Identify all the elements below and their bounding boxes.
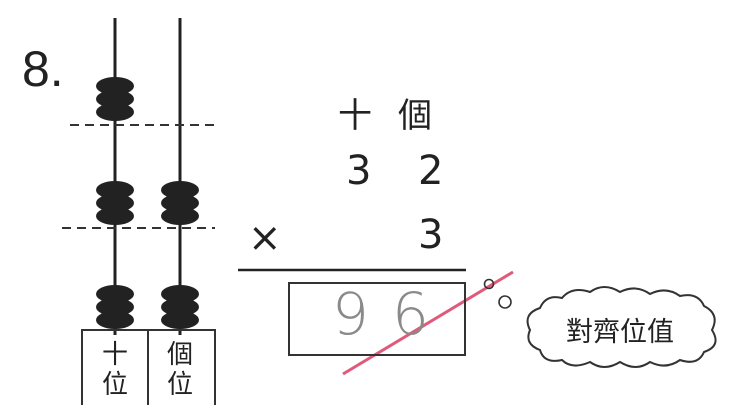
multiply-operator: × xyxy=(248,215,282,261)
abacus-bead xyxy=(96,194,134,212)
ones-beads xyxy=(161,181,199,329)
ones-column-header: 個 xyxy=(398,96,432,136)
abacus-bead xyxy=(161,194,199,212)
tens-label-char-1: 十 xyxy=(101,340,128,370)
tens-label-char-2: 位 xyxy=(101,370,128,400)
abacus-bead xyxy=(161,285,199,303)
ones-place-label: 個 位 xyxy=(150,340,210,400)
bubble-dot-small xyxy=(483,278,495,290)
answer-box xyxy=(288,282,466,356)
abacus-bead xyxy=(96,181,134,199)
multiplicand-ones-digit: 2 xyxy=(418,148,444,194)
abacus-bead xyxy=(96,103,134,121)
tens-column-header: 十 xyxy=(338,96,372,136)
abacus-bead xyxy=(96,77,134,95)
correction-slash xyxy=(342,270,514,376)
abacus-bead xyxy=(161,298,199,316)
multiplicand-tens-digit: 3 xyxy=(346,148,372,194)
question-number: 8. xyxy=(22,41,64,97)
bubble-dot-large xyxy=(498,295,512,309)
multiplier-digit: 3 xyxy=(418,212,444,258)
abacus-bead xyxy=(96,298,134,316)
abacus-bead xyxy=(161,311,199,329)
thought-bubble xyxy=(526,286,717,368)
answer-tens-digit: 9 xyxy=(332,280,369,348)
answer-ones-digit: 6 xyxy=(392,280,429,348)
ones-label-char-2: 位 xyxy=(166,370,193,400)
abacus-bead xyxy=(96,311,134,329)
ones-label-char-1: 個 xyxy=(166,340,193,370)
feedback-bubble-text: 對齊位值 xyxy=(566,317,674,348)
abacus-bead xyxy=(96,285,134,303)
abacus-bead xyxy=(96,207,134,225)
abacus-bead xyxy=(96,90,134,108)
abacus-bead xyxy=(161,207,199,225)
tens-beads xyxy=(96,77,134,329)
abacus-bead xyxy=(161,181,199,199)
tens-place-label: 十 位 xyxy=(85,340,145,400)
